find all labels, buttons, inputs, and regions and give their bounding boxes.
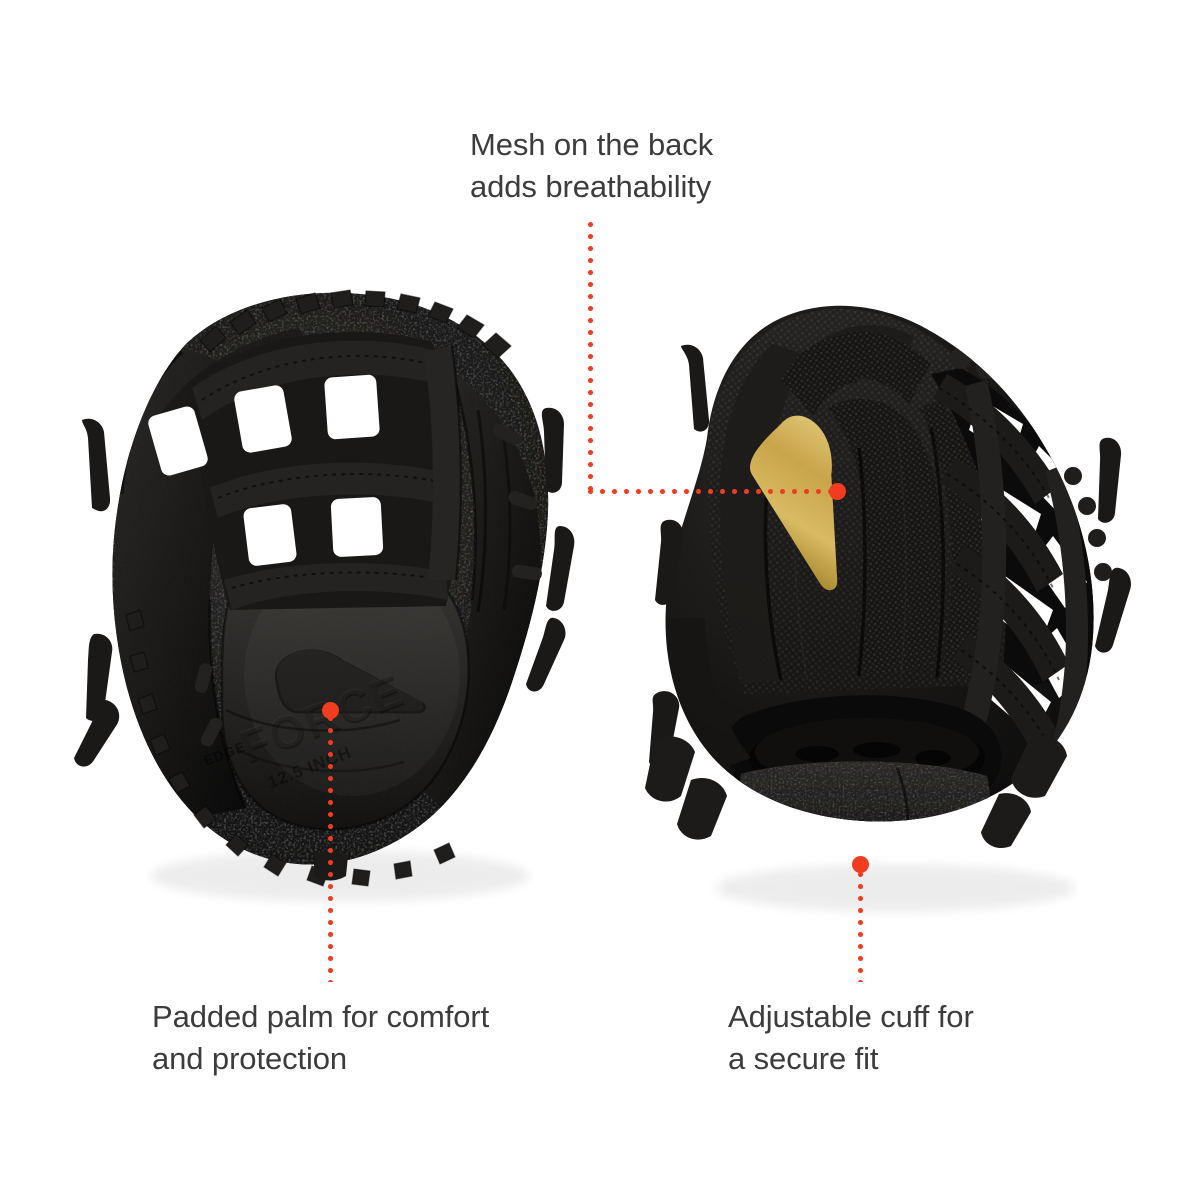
anchor-dot-palm: [322, 702, 339, 719]
glove-back-view-image: [595, 288, 1155, 918]
callout-label-palm: Padded palm for comfort and protection: [152, 999, 490, 1076]
anchor-dot-mesh: [829, 483, 846, 500]
cuff-assembly: [727, 695, 1002, 822]
leader-line-palm: [328, 716, 333, 982]
ladder-web: [931, 347, 1094, 804]
glove-palm-view-image: EDGE FORCE 12.5 INCH FORCE: [60, 280, 620, 920]
leader-line-cuff: [858, 872, 863, 982]
callout-label-mesh: Mesh on the back adds breathability: [470, 127, 714, 204]
callout-label-cuff: Adjustable cuff for a secure fit: [728, 999, 974, 1076]
anchor-dot-cuff: [852, 856, 869, 873]
leader-line-mesh-horizontal: [588, 489, 840, 494]
nike-swoosh-mesh: [750, 415, 838, 591]
leader-line-mesh-vertical: [588, 222, 593, 494]
